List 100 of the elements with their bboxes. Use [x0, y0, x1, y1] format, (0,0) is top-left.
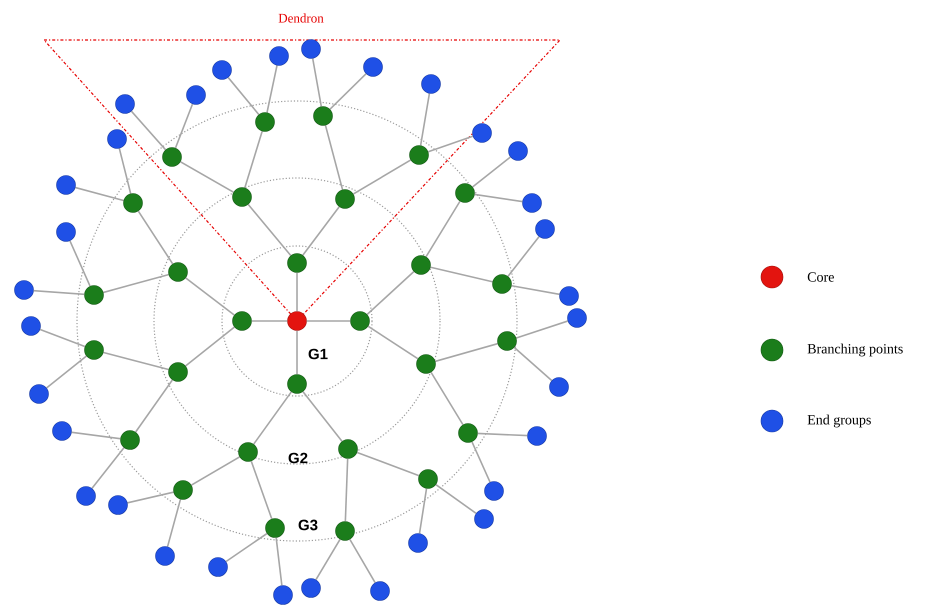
core-dot [287, 311, 307, 331]
connector-line [185, 326, 235, 367]
connector-line [127, 491, 174, 504]
connector-line [418, 488, 428, 534]
branch-dot [84, 285, 104, 305]
branch-dot [168, 362, 188, 382]
end-dot [421, 74, 441, 94]
branch-dot [238, 442, 258, 462]
connector-line [435, 342, 498, 362]
connector-line [302, 391, 343, 442]
connector-line [69, 240, 91, 286]
connector-line [34, 290, 84, 296]
branch-dot [455, 183, 475, 203]
generation-label: G3 [298, 520, 318, 530]
legend-text: Branching points [808, 344, 903, 356]
end-dot [155, 546, 175, 566]
branch-dot [313, 106, 333, 126]
connector-line [329, 73, 367, 110]
end-dot [56, 222, 76, 242]
legend-text: End groups [808, 414, 871, 428]
connector-line [349, 539, 376, 583]
branch-dot [350, 311, 370, 331]
connector-line [191, 456, 240, 486]
branch-dot [409, 145, 429, 165]
branch-dot [120, 430, 140, 450]
connector-line [180, 161, 234, 193]
connector-line [312, 58, 322, 106]
connector-line [40, 328, 86, 348]
end-dot [76, 486, 96, 506]
branch-dot [497, 331, 517, 351]
end-dot [549, 377, 569, 397]
connector-line [420, 94, 430, 146]
end-dot [208, 557, 228, 577]
end-dot [408, 533, 428, 553]
end-dot [269, 46, 289, 66]
end-dot [108, 495, 128, 515]
generation-label: G1 [308, 348, 328, 360]
branch-dot [411, 255, 431, 275]
connector-line [266, 65, 278, 113]
connector-line [103, 352, 169, 370]
branch-dot [338, 439, 358, 459]
generation-label: G2 [288, 452, 308, 464]
end-dot [107, 129, 127, 149]
connector-line [436, 484, 476, 514]
connector-line [226, 532, 268, 562]
end-dot [527, 426, 547, 446]
connector-line [166, 499, 182, 547]
connector-line [91, 447, 125, 489]
connector-line [512, 284, 560, 296]
end-dot [535, 219, 555, 239]
dendron-label: Dendron [278, 13, 324, 23]
connector-line [185, 277, 235, 316]
connector-line [118, 148, 132, 194]
connector-line [135, 380, 173, 432]
branch-dot [418, 469, 438, 489]
connector-line [478, 432, 528, 436]
end-dot [522, 193, 542, 213]
branch-dot [84, 340, 104, 360]
connector-line [353, 159, 411, 195]
branch-dot [287, 374, 307, 394]
branch-dot [287, 253, 307, 273]
branch-dot [232, 311, 252, 331]
end-dot [212, 60, 232, 80]
branch-dot [123, 193, 143, 213]
legend-text: Core [808, 272, 834, 282]
connector-line [296, 272, 298, 312]
connector-line [46, 356, 87, 388]
connector-line [103, 274, 169, 294]
connector-line [514, 346, 552, 382]
connector-line [75, 186, 124, 202]
branch-dot [416, 354, 436, 374]
branch-dot [335, 521, 355, 541]
branch-dot [458, 423, 478, 443]
end-dot [559, 286, 579, 306]
connector-line [228, 77, 260, 115]
end-dot [56, 175, 76, 195]
connector-line [315, 539, 341, 580]
connector-line [366, 271, 414, 315]
branch-dot [492, 274, 512, 294]
connector-line [302, 206, 340, 256]
branch-dot [335, 189, 355, 209]
connector-line [507, 236, 540, 277]
end-dot [370, 581, 390, 601]
connector-line [248, 204, 292, 256]
connector-line [471, 442, 491, 482]
connector-line [296, 330, 298, 374]
end-dot [21, 316, 41, 336]
connector-line [425, 200, 461, 258]
connector-line [252, 320, 288, 322]
connector-line [472, 156, 511, 188]
connector-line [72, 432, 120, 440]
branch-dot [232, 187, 252, 207]
end-dot [508, 141, 528, 161]
end-dot [472, 123, 492, 143]
end-dot [14, 280, 34, 300]
end-dot [484, 481, 504, 501]
connector-line [474, 194, 522, 202]
connector-line [250, 460, 272, 520]
end-dot [52, 421, 72, 441]
connector-line [516, 320, 568, 339]
